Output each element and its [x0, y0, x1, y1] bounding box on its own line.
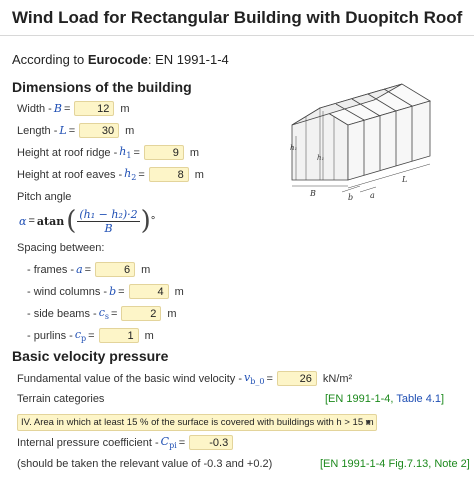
standard-name: Eurocode	[87, 52, 148, 67]
equals: =	[266, 372, 273, 385]
ridge-unit: m	[189, 146, 200, 159]
equals: =	[63, 102, 71, 115]
eaves-label: Height at roof eaves -	[17, 168, 123, 181]
frames-label: - frames -	[27, 263, 75, 276]
purlins-label: - purlins -	[27, 329, 73, 342]
velocity-unit: kN/m²	[322, 372, 353, 385]
eaves-unit: m	[194, 168, 204, 181]
columns-symbol: b	[109, 285, 117, 298]
equals: =	[118, 285, 125, 298]
standard-prefix: According to	[12, 52, 88, 67]
chevron-down-icon: ▼	[364, 418, 372, 427]
purlins-symbol: cp	[74, 328, 87, 343]
cpi-symbol: Cpi	[160, 435, 177, 450]
ridge-height-row: Height at roof ridge - h1 = 9 m	[17, 145, 199, 160]
fraction-denominator: B	[104, 221, 113, 235]
fraction-numerator: (h₁ − h₂)·2	[77, 207, 140, 222]
title-divider	[0, 35, 474, 36]
columns-label: - wind columns -	[27, 285, 108, 298]
width-symbol: B	[53, 102, 62, 115]
formula-equals: =	[28, 215, 35, 227]
page-title: Wind Load for Rectangular Building with …	[12, 8, 463, 27]
velocity-symbol: vb_0	[244, 371, 265, 386]
equals: =	[84, 263, 92, 276]
eaves-height-input[interactable]: 8	[148, 167, 189, 182]
length-input[interactable]: 30	[79, 123, 120, 138]
ridge-label: Height at roof ridge -	[17, 146, 118, 159]
equals: =	[110, 307, 118, 320]
equals: =	[133, 146, 140, 159]
terrain-reference: [EN 1991-1-4, Table 4.1]	[325, 393, 445, 405]
frames-symbol: a	[76, 263, 83, 276]
cpi-input[interactable]: -0.3	[189, 435, 234, 450]
sketch-h1-label: h₁	[290, 144, 298, 152]
ridge-height-input[interactable]: 9	[143, 145, 184, 160]
sketch-B-label: B	[309, 189, 316, 198]
terrain-label: Terrain categories	[17, 393, 105, 405]
standard-code: : EN 1991-1-4	[147, 52, 229, 67]
cpi-label: Internal pressure coefficient -	[17, 436, 159, 449]
equals: =	[178, 436, 186, 449]
purlins-input[interactable]: 1	[98, 328, 139, 343]
atan-function: atan	[36, 214, 65, 228]
terrain-selected-value: IV. Area in which at least 15 % of the s…	[21, 417, 374, 428]
equals: =	[138, 168, 145, 181]
frames-unit: m	[141, 263, 151, 276]
equals: =	[68, 124, 76, 137]
side-beams-row: - side beams - cs = 2 m	[27, 306, 177, 321]
columns-unit: m	[174, 285, 184, 298]
pitch-formula: α = atan ( (h₁ − h₂)·2 B ) °	[17, 206, 155, 236]
fundamental-velocity-input[interactable]: 26	[276, 371, 317, 386]
table-4-1-link[interactable]: Table 4.1	[396, 393, 441, 405]
cpi-note-reference: [EN 1991-1-4 Fig.7.13, Note 2]	[320, 458, 470, 470]
width-input[interactable]: 12	[74, 101, 115, 116]
building-sketch: h₁ h₁ B b a L	[290, 83, 431, 202]
sketch-L-label: L	[401, 175, 407, 184]
spacing-label: Spacing between:	[17, 242, 105, 254]
fundamental-velocity-label: Fundamental value of the basic wind velo…	[17, 372, 243, 385]
side-beams-symbol: cs	[98, 306, 109, 321]
sketch-a-label: a	[370, 191, 375, 200]
side-beams-input[interactable]: 2	[121, 306, 162, 321]
dimensions-heading: Dimensions of the building	[12, 79, 192, 95]
degree-symbol: °	[150, 215, 156, 227]
side-beams-label: - side beams -	[27, 307, 97, 320]
length-row: Length - L = 30 m	[17, 123, 134, 138]
width-label: Width -	[17, 102, 52, 115]
velocity-heading: Basic velocity pressure	[12, 348, 169, 364]
sketch-b-label: b	[348, 193, 353, 202]
paren-open: (	[66, 206, 77, 236]
cpi-row: Internal pressure coefficient - Cpi = -0…	[17, 435, 237, 450]
pitch-fraction: (h₁ − h₂)·2 B	[77, 207, 140, 235]
terrain-category-select[interactable]: IV. Area in which at least 15 % of the s…	[17, 414, 377, 431]
eaves-symbol: h2	[124, 167, 137, 182]
purlins-row: - purlins - cp = 1 m	[27, 328, 154, 343]
length-label: Length -	[17, 124, 58, 137]
length-unit: m	[125, 124, 135, 137]
fundamental-velocity-row: Fundamental value of the basic wind velo…	[17, 371, 352, 386]
ridge-symbol: h1	[119, 145, 132, 160]
cpi-note: (should be taken the relevant value of -…	[17, 458, 273, 470]
length-symbol: L	[59, 124, 67, 137]
purlins-unit: m	[144, 329, 154, 342]
paren-close: )	[140, 206, 151, 236]
frames-row: - frames - a = 6 m	[27, 262, 150, 277]
equals: =	[88, 329, 95, 342]
wind-columns-row: - wind columns - b = 4 m	[27, 284, 184, 299]
frames-input[interactable]: 6	[95, 262, 136, 277]
wind-columns-input[interactable]: 4	[128, 284, 169, 299]
pitch-angle-label: Pitch angle	[17, 191, 72, 203]
width-row: Width - B = 12 m	[17, 101, 130, 116]
width-unit: m	[120, 102, 130, 115]
sketch-h1b-label: h₁	[317, 154, 325, 162]
side-beams-unit: m	[167, 307, 177, 320]
alpha-symbol: α	[19, 214, 27, 228]
standard-line: According to Eurocode: EN 1991-1-4	[12, 52, 229, 67]
eaves-height-row: Height at roof eaves - h2 = 8 m	[17, 167, 204, 182]
